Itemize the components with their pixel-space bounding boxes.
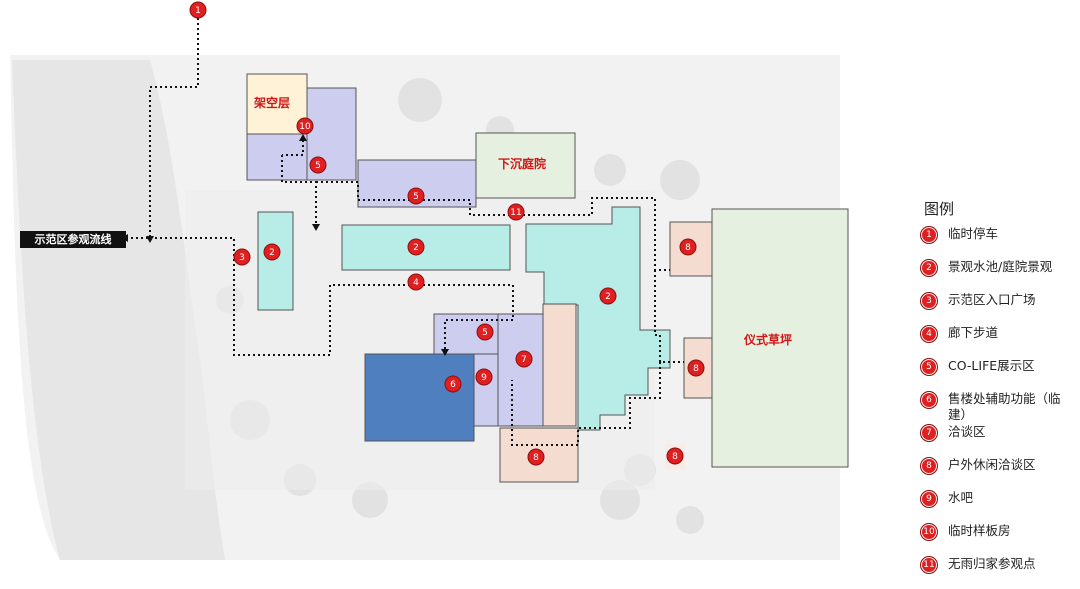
svg-text:3: 3 xyxy=(239,253,245,263)
svg-text:4: 4 xyxy=(413,278,419,288)
legend-item: 11 无雨归家参观点 xyxy=(918,556,1076,589)
marker-2: 2 xyxy=(599,287,617,305)
zone-water-west xyxy=(257,211,294,311)
marker-5: 5 xyxy=(476,323,494,341)
legend-badge: 3 xyxy=(920,292,938,310)
legend-item: 6 售楼处辅助功能（临建） xyxy=(918,391,1076,424)
legend-badge: 4 xyxy=(920,325,938,343)
zone-water-center xyxy=(341,224,511,271)
marker-3: 3 xyxy=(233,248,251,266)
zone-label-elevated-floor: 架空层 xyxy=(253,95,290,110)
legend-label: 廊下步道 xyxy=(948,325,999,340)
marker-8: 8 xyxy=(666,447,684,465)
zone-negotiation-east xyxy=(542,303,577,427)
marker-9: 9 xyxy=(475,368,493,386)
svg-text:2: 2 xyxy=(413,243,419,253)
legend-badge: 1 xyxy=(920,226,938,244)
marker-5: 5 xyxy=(309,156,327,174)
zone-label-sunken-courtyard: 下沉庭院 xyxy=(498,156,546,171)
marker-8: 8 xyxy=(527,448,545,466)
legend-label: 户外休闲洽谈区 xyxy=(948,457,1036,472)
legend-item: 1 临时停车 xyxy=(918,226,1076,259)
marker-7: 7 xyxy=(515,350,533,368)
svg-text:10: 10 xyxy=(299,122,311,132)
legend-badge: 7 xyxy=(920,424,938,442)
svg-text:5: 5 xyxy=(413,192,419,202)
svg-text:8: 8 xyxy=(672,452,678,462)
svg-text:9: 9 xyxy=(481,373,487,383)
marker-10: 10 xyxy=(296,117,314,135)
marker-1: 1 xyxy=(189,1,207,19)
legend-label: 临时样板房 xyxy=(948,523,1011,538)
marker-4: 4 xyxy=(407,273,425,291)
svg-text:8: 8 xyxy=(685,243,691,253)
legend-badge: 11 xyxy=(920,556,938,574)
plan-markers: 1 10 5 5 11 3 2 2 2 4 5 7 9 6 8 8 8 8 xyxy=(189,1,705,466)
legend-label: 售楼处辅助功能（临建） xyxy=(948,391,1061,422)
svg-text:6: 6 xyxy=(450,380,456,390)
legend-item: 5 CO-LIFE展示区 xyxy=(918,358,1076,391)
svg-text:1: 1 xyxy=(195,6,201,16)
marker-8: 8 xyxy=(687,359,705,377)
legend-label: 无雨归家参观点 xyxy=(948,556,1036,571)
legend-item: 7 洽谈区 xyxy=(918,424,1076,457)
marker-8: 8 xyxy=(679,238,697,256)
legend-label: 水吧 xyxy=(948,490,974,505)
flow-arrowheads xyxy=(121,134,449,356)
svg-text:11: 11 xyxy=(510,208,521,218)
visit-flow-route xyxy=(126,18,684,446)
zone-negotiation xyxy=(497,313,544,427)
legend-item: 10 临时样板房 xyxy=(918,523,1076,556)
legend-badge: 5 xyxy=(920,358,938,376)
legend-item: 8 户外休闲洽谈区 xyxy=(918,457,1076,490)
marker-6: 6 xyxy=(444,375,462,393)
marker-2: 2 xyxy=(407,238,425,256)
legend-label: 洽谈区 xyxy=(948,424,986,439)
legend-label: 景观水池/庭院景观 xyxy=(948,259,1053,274)
zone-sunken-courtyard xyxy=(475,132,576,199)
marker-11: 11 xyxy=(507,203,525,221)
legend-label: CO-LIFE展示区 xyxy=(948,358,1035,373)
marker-2: 2 xyxy=(263,243,281,261)
legend-badge: 8 xyxy=(920,457,938,475)
svg-text:2: 2 xyxy=(605,292,611,302)
svg-text:2: 2 xyxy=(269,248,275,258)
legend-item: 2 景观水池/庭院景观 xyxy=(918,259,1076,292)
legend-label: 临时停车 xyxy=(948,226,999,241)
svg-text:8: 8 xyxy=(533,453,539,463)
legend-title: 图例 xyxy=(924,200,955,218)
legend: 图例 1 临时停车 2 景观水池/庭院景观 3 示范区入口广场 4 廊下步道 5 CO-L… xyxy=(918,198,1076,589)
legend-badge: 9 xyxy=(920,490,938,508)
marker-5: 5 xyxy=(407,187,425,205)
zone-sales-aux xyxy=(364,353,475,442)
legend-item: 9 水吧 xyxy=(918,490,1076,523)
legend-badge: 2 xyxy=(920,259,938,277)
svg-text:5: 5 xyxy=(315,161,321,171)
visit-flow-label: 示范区参观流线 xyxy=(20,231,126,248)
zone-temp-showroom xyxy=(246,133,308,181)
svg-text:8: 8 xyxy=(693,364,699,374)
zone-ceremonial-lawn xyxy=(711,208,849,468)
legend-item: 3 示范区入口广场 xyxy=(918,292,1076,325)
legend-badge: 10 xyxy=(920,523,938,541)
legend-label: 示范区入口广场 xyxy=(948,292,1036,307)
legend-badge: 6 xyxy=(920,391,938,409)
svg-text:5: 5 xyxy=(482,328,488,338)
svg-text:7: 7 xyxy=(521,355,527,365)
zone-label-ceremonial-lawn: 仪式草坪 xyxy=(743,332,792,347)
legend-item: 4 廊下步道 xyxy=(918,325,1076,358)
